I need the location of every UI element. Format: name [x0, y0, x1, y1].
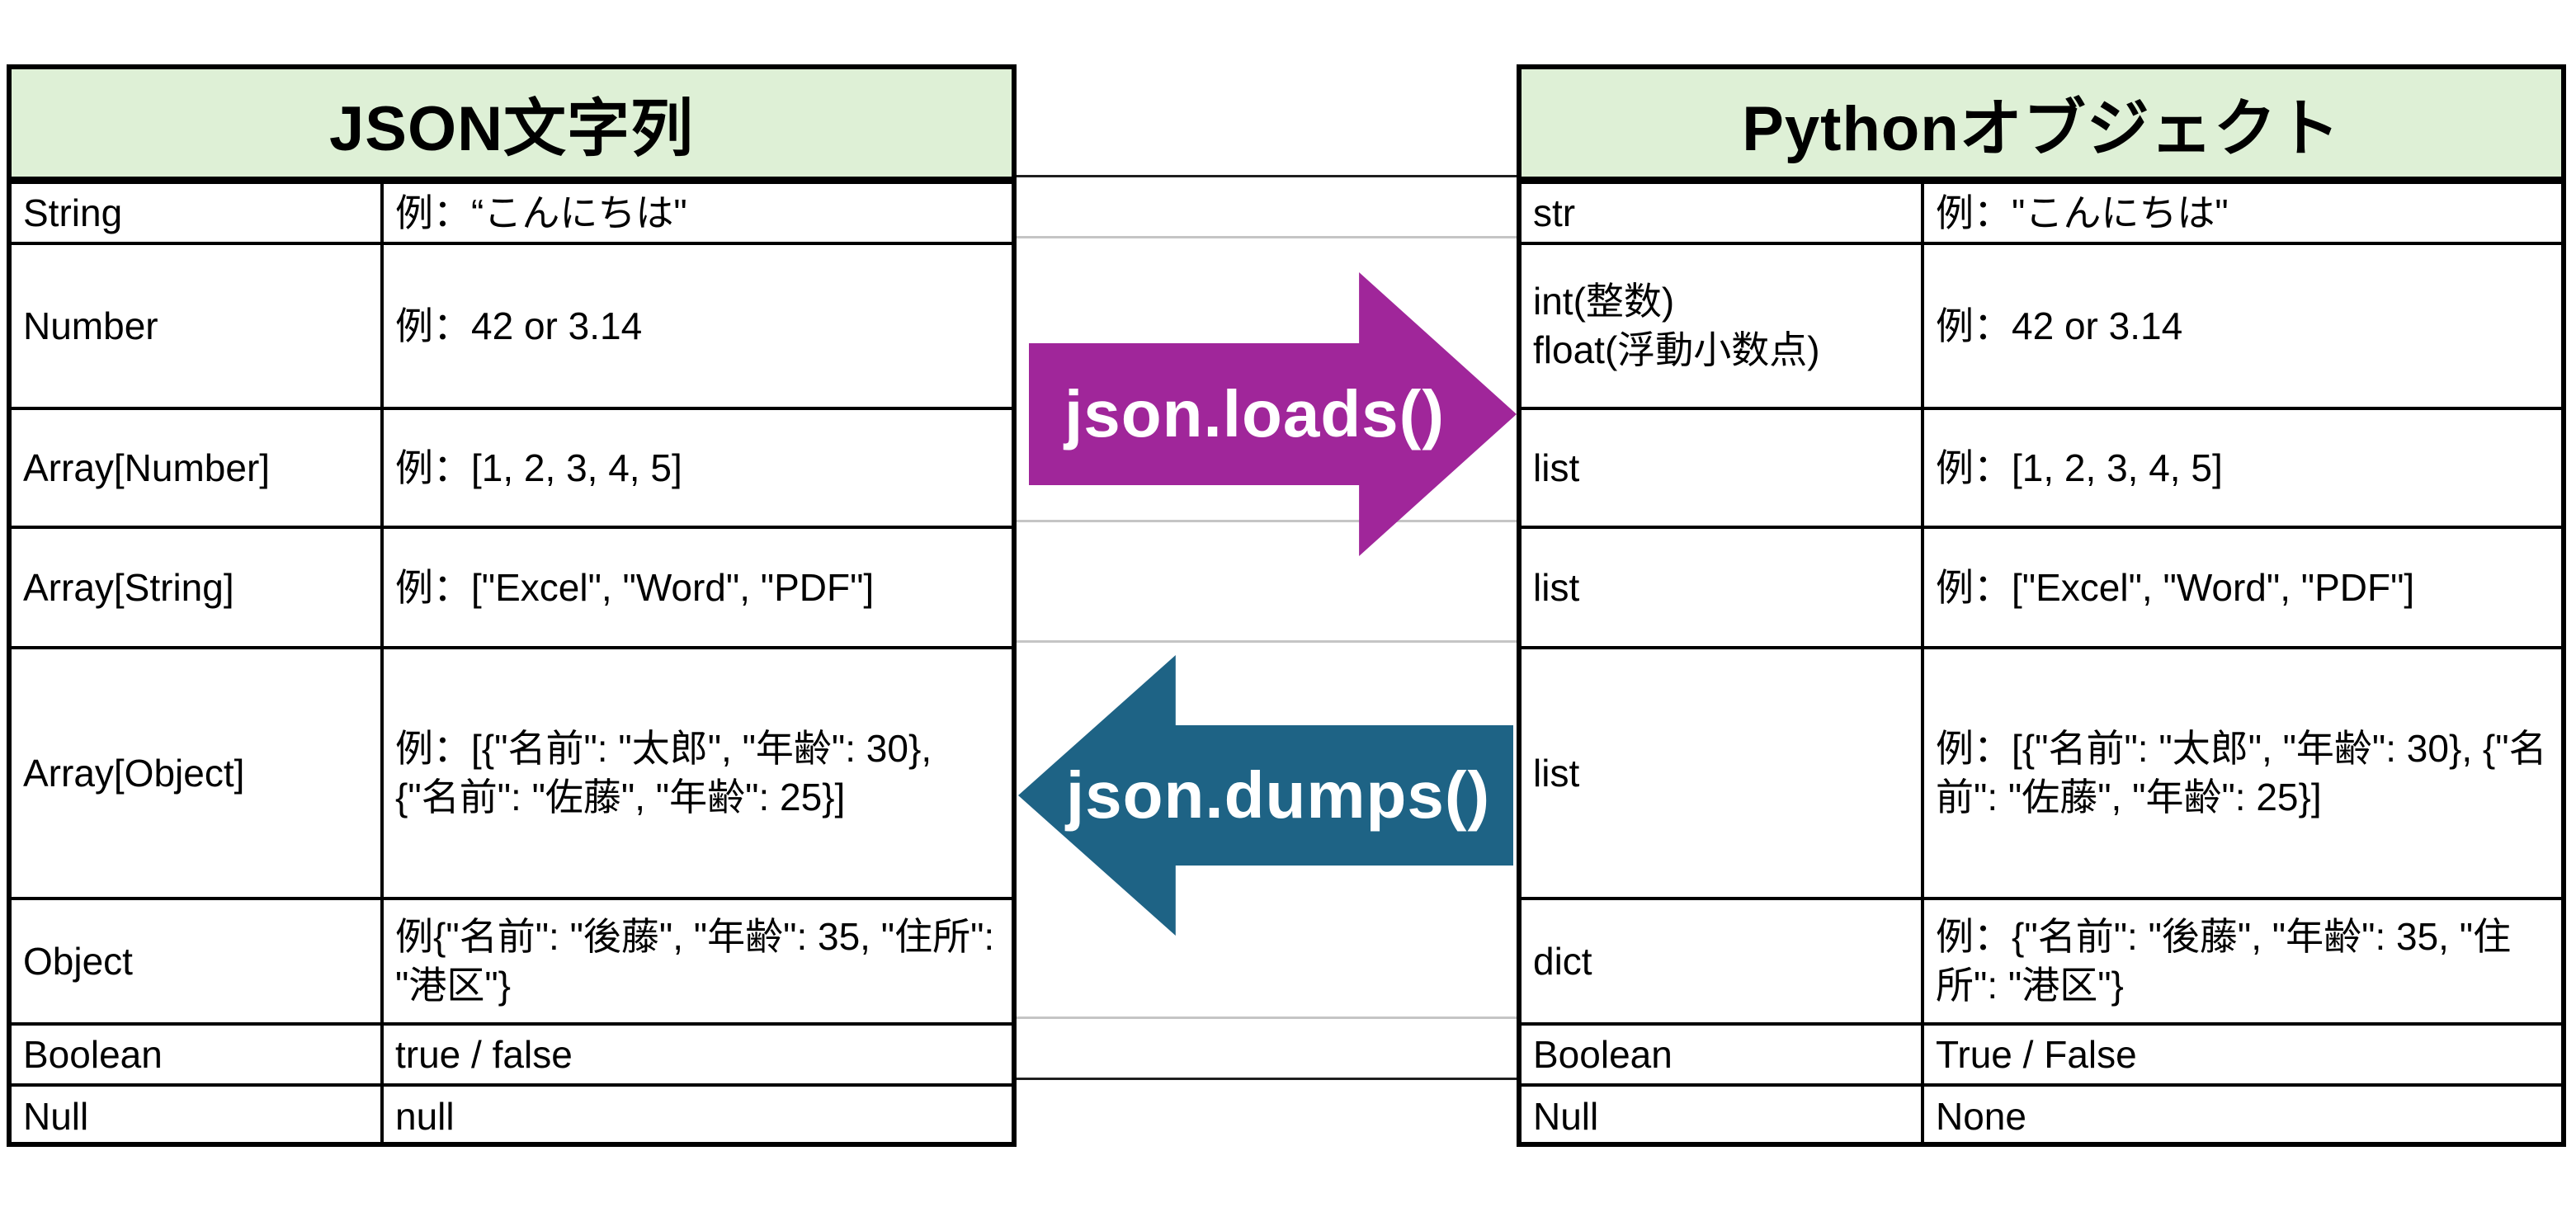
- grid-line: [1017, 1017, 1517, 1019]
- json-dumps-label: json.dumps(): [1065, 758, 1491, 832]
- python-type-cell: Null: [1522, 1087, 1924, 1146]
- json-type-cell: Object: [12, 900, 384, 1022]
- python-type-cell: dict: [1522, 900, 1924, 1022]
- python-example-cell: 例：["Excel", "Word", "PDF"]: [1936, 565, 2415, 609]
- python-type-cell: list: [1522, 529, 1924, 646]
- json-string-table: JSON文字列 String 例：“こんにちは" Number 例：42 or …: [7, 64, 1017, 1147]
- json-type-cell: String: [12, 184, 384, 242]
- json-type-cell: Null: [12, 1087, 384, 1146]
- python-type-cell: str: [1522, 184, 1924, 242]
- table-row: list 例：[1, 2, 3, 4, 5]: [1522, 407, 2561, 526]
- table-row: int(整数) float(浮動小数点) 例：42 or 3.14: [1522, 242, 2561, 407]
- table-row: String 例：“こんにちは": [12, 181, 1012, 242]
- json-loads-arrow: json.loads(): [1029, 272, 1517, 556]
- json-type-cell: Array[Number]: [12, 410, 384, 526]
- python-example-cell: True / False: [1936, 1032, 2137, 1076]
- python-example-cell: 例：{"名前": "後藤", "年齢": 35, "住所": "港区"}: [1936, 915, 2512, 1007]
- python-example-cell: 例：42 or 3.14: [1936, 304, 2183, 347]
- json-type-cell: Array[String]: [12, 529, 384, 646]
- json-example-cell: null: [395, 1094, 455, 1138]
- table-row: Boolean True / False: [1522, 1022, 2561, 1083]
- python-example-cell: 例：[1, 2, 3, 4, 5]: [1936, 446, 2223, 489]
- json-example-cell: 例：[1, 2, 3, 4, 5]: [395, 446, 682, 489]
- python-type-cell: list: [1522, 410, 1924, 526]
- table-row: Number 例：42 or 3.14: [12, 242, 1012, 407]
- python-type-cell: Boolean: [1522, 1026, 1924, 1083]
- json-type-cell: Number: [12, 245, 384, 407]
- grid-line: [1017, 175, 1517, 177]
- json-type-cell: Boolean: [12, 1026, 384, 1083]
- table-row: Array[String] 例：["Excel", "Word", "PDF"]: [12, 526, 1012, 646]
- table-row: Array[Object] 例：[{"名前": "太郎", "年齢": 30},…: [12, 646, 1012, 897]
- json-example-cell: 例：[{"名前": "太郎", "年齢": 30}, {"名前": "佐藤", …: [395, 727, 932, 818]
- table-row: Boolean true / false: [12, 1022, 1012, 1083]
- json-example-cell: 例：“こんにちは": [395, 191, 687, 234]
- python-object-table: Pythonオブジェクト str 例："こんにちは" int(整数) float…: [1517, 64, 2566, 1147]
- json-table-title: JSON文字列: [12, 69, 1012, 181]
- json-loads-label: json.loads(): [1064, 377, 1445, 450]
- table-row: Array[Number] 例：[1, 2, 3, 4, 5]: [12, 407, 1012, 526]
- grid-line: [1017, 1078, 1517, 1080]
- json-type-cell: Array[Object]: [12, 649, 384, 897]
- table-row: Null None: [1522, 1083, 2561, 1146]
- json-example-cell: 例{"名前": "後藤", "年齢": 35, "住所": "港区"}: [395, 915, 995, 1007]
- python-example-cell: None: [1936, 1094, 2026, 1138]
- python-type-cell: int(整数) float(浮動小数点): [1522, 245, 1924, 407]
- python-example-cell: 例："こんにちは": [1936, 191, 2229, 234]
- json-example-cell: 例：["Excel", "Word", "PDF"]: [395, 565, 875, 609]
- grid-line: [1017, 520, 1517, 522]
- table-row: list 例：["Excel", "Word", "PDF"]: [1522, 526, 2561, 646]
- json-example-cell: true / false: [395, 1032, 573, 1076]
- table-row: dict 例：{"名前": "後藤", "年齢": 35, "住所": "港区"…: [1522, 897, 2561, 1022]
- python-table-title: Pythonオブジェクト: [1522, 69, 2561, 181]
- table-row: Object 例{"名前": "後藤", "年齢": 35, "住所": "港区…: [12, 897, 1012, 1022]
- table-row: str 例："こんにちは": [1522, 181, 2561, 242]
- table-row: Null null: [12, 1083, 1012, 1146]
- python-type-cell: list: [1522, 649, 1924, 897]
- grid-line: [1017, 236, 1517, 238]
- table-row: list 例：[{"名前": "太郎", "年齢": 30}, {"名前": "…: [1522, 646, 2561, 897]
- python-example-cell: 例：[{"名前": "太郎", "年齢": 30}, {"名前": "佐藤", …: [1936, 727, 2547, 818]
- json-dumps-arrow: json.dumps(): [1018, 655, 1513, 936]
- grid-line: [1017, 640, 1517, 643]
- json-example-cell: 例：42 or 3.14: [395, 304, 643, 347]
